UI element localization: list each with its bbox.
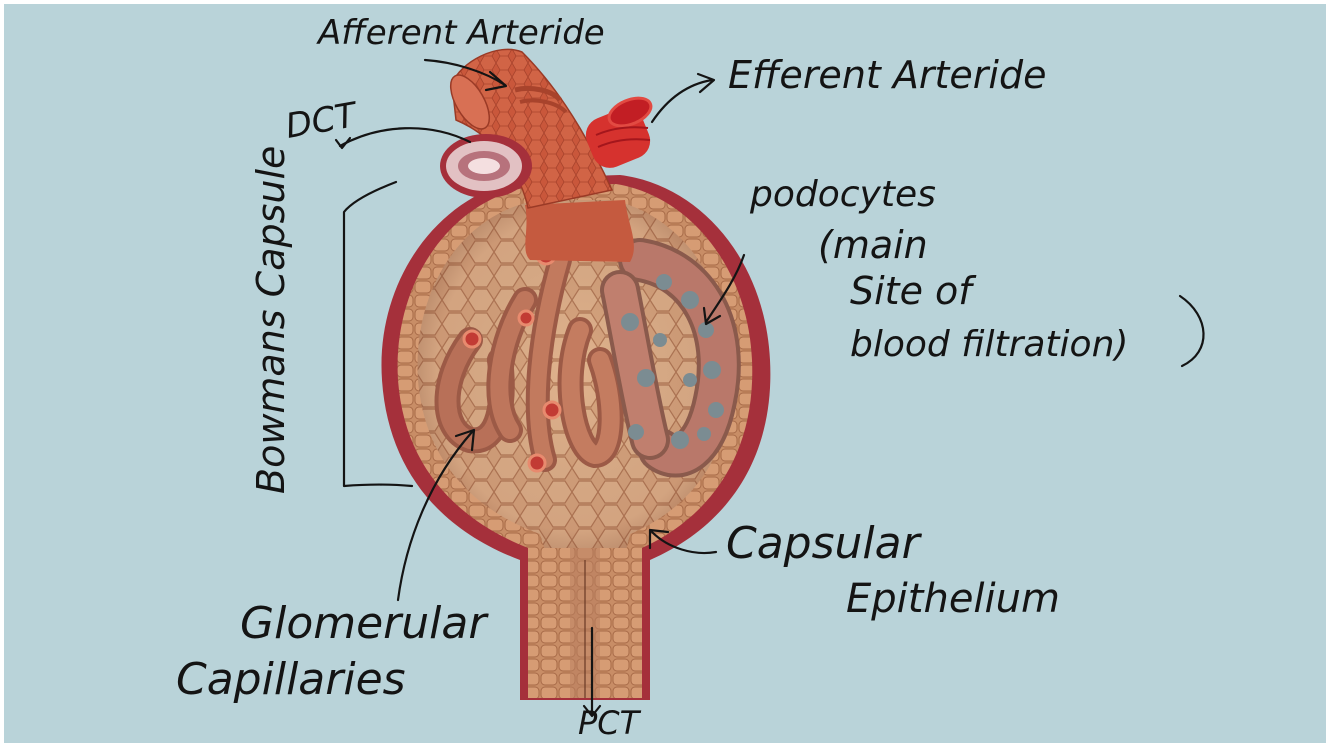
label-afferent-arteriole: Afferent Arteride: [316, 13, 605, 53]
label-podocytes-blood-filtration: blood filtration): [850, 324, 1128, 365]
label-podocytes: podocytes: [749, 174, 936, 215]
dct-section: [440, 134, 532, 198]
label-podocytes-site: Site of: [850, 269, 977, 313]
label-podocytes-main: (main: [818, 223, 928, 267]
label-efferent-arteriole: Efferent Arteride: [728, 53, 1046, 97]
label-glomerular: Glomerular: [240, 598, 489, 649]
label-capillaries: Capillaries: [176, 654, 406, 705]
label-capsular: Capsular: [726, 518, 923, 569]
label-bowmans-capsule: Bowmans Capsule: [249, 146, 293, 494]
label-epithelium: Epithelium: [846, 576, 1060, 622]
label-pct: PCT: [578, 704, 642, 742]
